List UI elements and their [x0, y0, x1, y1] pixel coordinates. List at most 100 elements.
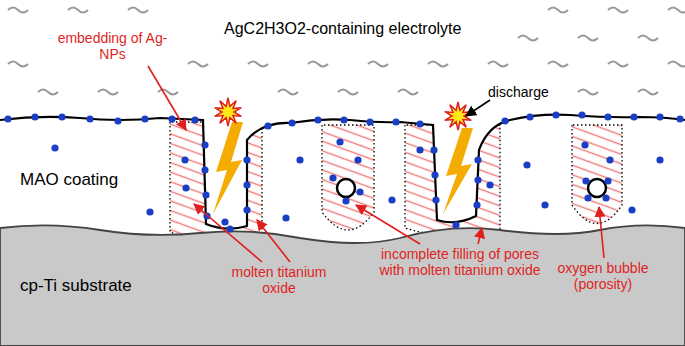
ag-nanoparticle — [141, 115, 148, 122]
wave-mark — [368, 62, 388, 67]
ag-nanoparticle — [676, 115, 683, 122]
ag-nanoparticle — [606, 156, 613, 163]
ag-nanoparticle — [201, 141, 208, 148]
coating-surface — [0, 115, 685, 229]
ag-nanoparticle — [526, 113, 533, 120]
region-label: cp-Ti substrate — [20, 276, 132, 296]
wave-mark — [488, 62, 508, 67]
ag-nanoparticle — [51, 144, 58, 151]
wave-mark — [668, 62, 685, 67]
ag-nanoparticle — [656, 156, 663, 163]
ag-nanoparticle — [264, 122, 271, 129]
wave-mark — [548, 62, 568, 67]
ag-nanoparticle — [168, 115, 175, 122]
ag-nanoparticle — [473, 201, 480, 208]
ag-nanoparticle — [604, 113, 611, 120]
ag-nanoparticle — [340, 116, 347, 123]
wave-mark — [98, 90, 118, 95]
wave-mark — [398, 90, 418, 95]
wave-mark — [128, 8, 148, 13]
ag-nanoparticle — [630, 113, 637, 120]
ag-nanoparticle — [582, 177, 589, 184]
wave-mark — [518, 36, 538, 41]
ag-nanoparticle — [416, 146, 423, 153]
callout-label: embedding of Ag-NPs — [50, 30, 175, 62]
region-label: AgC2H3O2-containing electrolyte — [224, 20, 461, 38]
ag-nanoparticle — [366, 118, 373, 125]
ag-nanoparticle — [4, 115, 11, 122]
ag-nanoparticle — [181, 156, 188, 163]
wave-mark — [308, 62, 328, 67]
ag-nanoparticle — [191, 116, 198, 123]
wave-mark — [548, 8, 568, 13]
gas-bubble — [588, 179, 606, 197]
ag-nanoparticle — [432, 196, 439, 203]
leader-lines — [148, 66, 604, 262]
ag-nanoparticle — [202, 191, 209, 198]
substrate-band — [0, 225, 685, 346]
ag-nanoparticle — [243, 181, 250, 188]
wave-mark — [68, 8, 88, 13]
ag-nanoparticle — [474, 156, 481, 163]
lightning-bolt — [213, 122, 243, 214]
ag-nanoparticle — [541, 201, 548, 208]
ag-nanoparticle — [282, 214, 289, 221]
ag-nanoparticle — [602, 194, 609, 201]
ag-nanoparticle — [416, 120, 423, 127]
gas-bubble — [337, 179, 355, 197]
ag-nanoparticle — [581, 141, 588, 148]
wave-mark — [608, 62, 628, 67]
ag-nanoparticle — [314, 116, 321, 123]
wave-mark — [608, 8, 628, 13]
ag-nanoparticle — [182, 184, 189, 191]
ag-nanoparticle — [430, 146, 437, 153]
callout-label: molten titanium oxide — [214, 264, 344, 296]
ag-nanoparticle — [474, 176, 481, 183]
ag-nanoparticle — [584, 194, 591, 201]
ag-nanoparticle — [58, 113, 65, 120]
electrolyte-region — [0, 0, 685, 229]
ag-nanoparticle — [296, 156, 303, 163]
ag-nanoparticle — [578, 111, 585, 118]
ag-nanoparticle — [656, 113, 663, 120]
wave-mark — [8, 62, 28, 67]
discharge-sparks — [215, 98, 472, 130]
wave-mark — [578, 36, 598, 41]
ag-nanoparticle — [354, 156, 361, 163]
ag-nanoparticle — [356, 188, 363, 195]
ag-nanoparticle — [431, 171, 438, 178]
ag-nanoparticle — [523, 161, 530, 168]
ag-nanoparticle — [336, 138, 343, 145]
wave-mark — [668, 8, 685, 13]
ag-nanoparticle — [452, 221, 459, 228]
ag-nanoparticle — [388, 196, 395, 203]
wave-mark — [638, 90, 658, 95]
wave-mark — [428, 62, 448, 67]
ag-nanoparticle — [243, 206, 250, 213]
substrate-band: cp-Ti substrate — [16, 274, 136, 298]
ag-nanoparticle — [201, 166, 208, 173]
ag-nanoparticle — [329, 174, 336, 181]
electrolyte-waves — [8, 8, 685, 95]
ag-nanoparticle — [486, 181, 493, 188]
ag-nanoparticle — [628, 206, 635, 213]
wave-mark — [278, 90, 298, 95]
ag-nanoparticle — [392, 118, 399, 125]
ag-nanoparticle — [501, 117, 508, 124]
wave-mark — [638, 36, 658, 41]
ag-nanoparticle — [114, 117, 121, 124]
callout-label: discharge — [488, 84, 549, 100]
lightning-bolt — [443, 128, 473, 214]
wave-mark — [578, 90, 598, 95]
ag-nanoparticle — [86, 115, 93, 122]
callout-label: incomplete filling of pores with molten … — [378, 246, 542, 278]
ag-nanoparticle — [288, 119, 295, 126]
callout-label: oxygen bubble (porosity) — [542, 260, 664, 292]
ag-nanoparticle — [221, 218, 228, 225]
ag-nanoparticle — [342, 197, 349, 204]
ag-nanoparticle — [146, 208, 153, 215]
silver-nanoparticles — [4, 111, 683, 232]
wave-mark — [338, 90, 358, 95]
wave-mark — [248, 62, 268, 67]
